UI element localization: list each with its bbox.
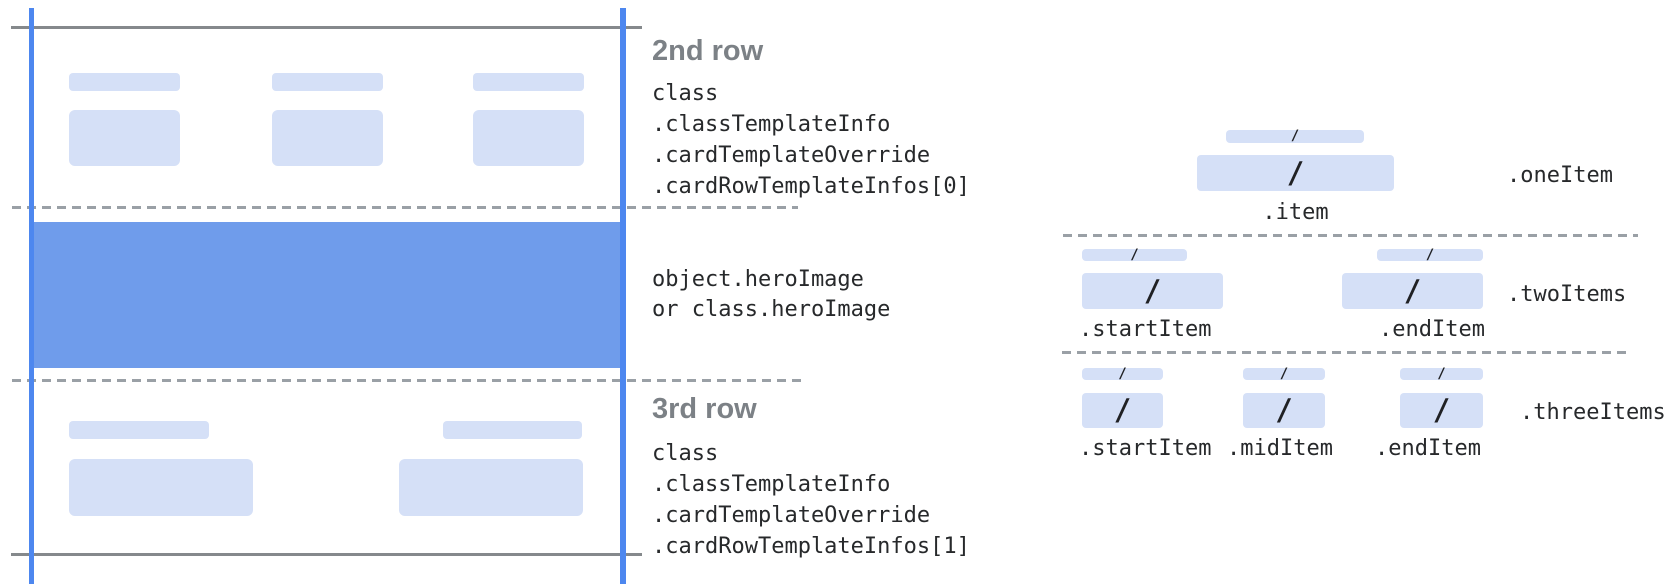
row3-item1-label-placeholder [69,421,209,439]
three-items-start-value-bar: / [1082,393,1163,428]
three-items-end-label-bar: / [1400,366,1483,382]
code-line: .cardRowTemplateInfos[1] [652,534,970,559]
slash-glyph: / [1130,247,1139,263]
three-items-start-label-bar: / [1082,366,1163,382]
two-items-end-value-bar: / [1342,273,1483,309]
row3-heading: 3rd row [652,393,757,425]
start-item-field-label: .startItem [1079,436,1212,461]
card-top-border [11,26,642,29]
code-line: class [652,81,719,106]
code-line: class [652,441,719,466]
row2-item3-label-placeholder [473,73,584,91]
row2-heading: 2nd row [652,35,764,67]
slash-glyph: / [1143,274,1162,308]
one-item-value-bar: / [1197,155,1394,191]
end-item-field-label: .endItem [1375,436,1481,461]
two-items-caption: .twoItems [1507,282,1627,307]
slash-glyph: / [1275,393,1293,427]
start-item-field-label: .startItem [1079,317,1212,342]
slash-glyph: / [1403,274,1422,308]
code-line: or class.heroImage [652,297,891,322]
two-items-start-value-bar: / [1082,273,1223,309]
card-right-edge-guide [620,8,626,584]
one-item-label-bar: / [1226,128,1364,144]
row2-hero-divider-dashed [12,206,798,209]
item-field-label: .item [1262,200,1329,225]
slash-glyph: / [1290,128,1300,144]
row3-code-path: class .classTemplateInfo .cardTemplateOv… [652,438,970,562]
three-items-end-value-bar: / [1400,393,1483,428]
card-bottom-border [11,553,642,556]
end-item-field-label: .endItem [1379,317,1485,342]
slash-glyph: / [1286,156,1305,190]
one-item-caption: .oneItem [1507,163,1613,188]
row2-item2-label-placeholder [272,73,383,91]
code-line: .cardTemplateOverride [652,143,931,168]
slash-glyph: / [1279,366,1289,382]
code-line: object.heroImage [652,267,864,292]
code-line: .cardRowTemplateInfos[0] [652,174,970,199]
row2-code-path: class .classTemplateInfo .cardTemplateOv… [652,78,970,202]
three-items-mid-label-bar: / [1243,366,1325,382]
two-items-end-label-bar: / [1377,247,1483,263]
hero-code-path: object.heroImage or class.heroImage [652,265,890,325]
slash-glyph: / [1113,393,1132,427]
slash-glyph: / [1432,393,1451,427]
code-line: .classTemplateInfo [652,472,891,497]
slash-glyph: / [1437,366,1446,382]
hero-row3-divider-dashed [12,379,801,382]
slash-glyph: / [1118,366,1127,382]
card-left-edge-guide [29,8,34,584]
legend-divider-dashed [1062,351,1627,354]
two-items-start-label-bar: / [1082,247,1187,263]
row2-item1-value-placeholder [69,110,180,166]
code-line: .classTemplateInfo [652,112,891,137]
hero-image-band [34,222,620,368]
row2-item2-value-placeholder [272,110,383,166]
row2-item3-value-placeholder [473,110,584,166]
three-items-mid-value-bar: / [1243,393,1325,428]
legend-divider-dashed [1063,234,1638,237]
row3-item2-label-placeholder [443,421,582,439]
code-line: .cardTemplateOverride [652,503,931,528]
mid-item-field-label: .midItem [1227,436,1333,461]
row3-item2-value-placeholder [399,459,583,516]
row2-item1-label-placeholder [69,73,180,91]
row3-item1-value-placeholder [69,459,253,516]
three-items-caption: .threeItems [1520,400,1666,425]
slash-glyph: / [1425,247,1435,263]
